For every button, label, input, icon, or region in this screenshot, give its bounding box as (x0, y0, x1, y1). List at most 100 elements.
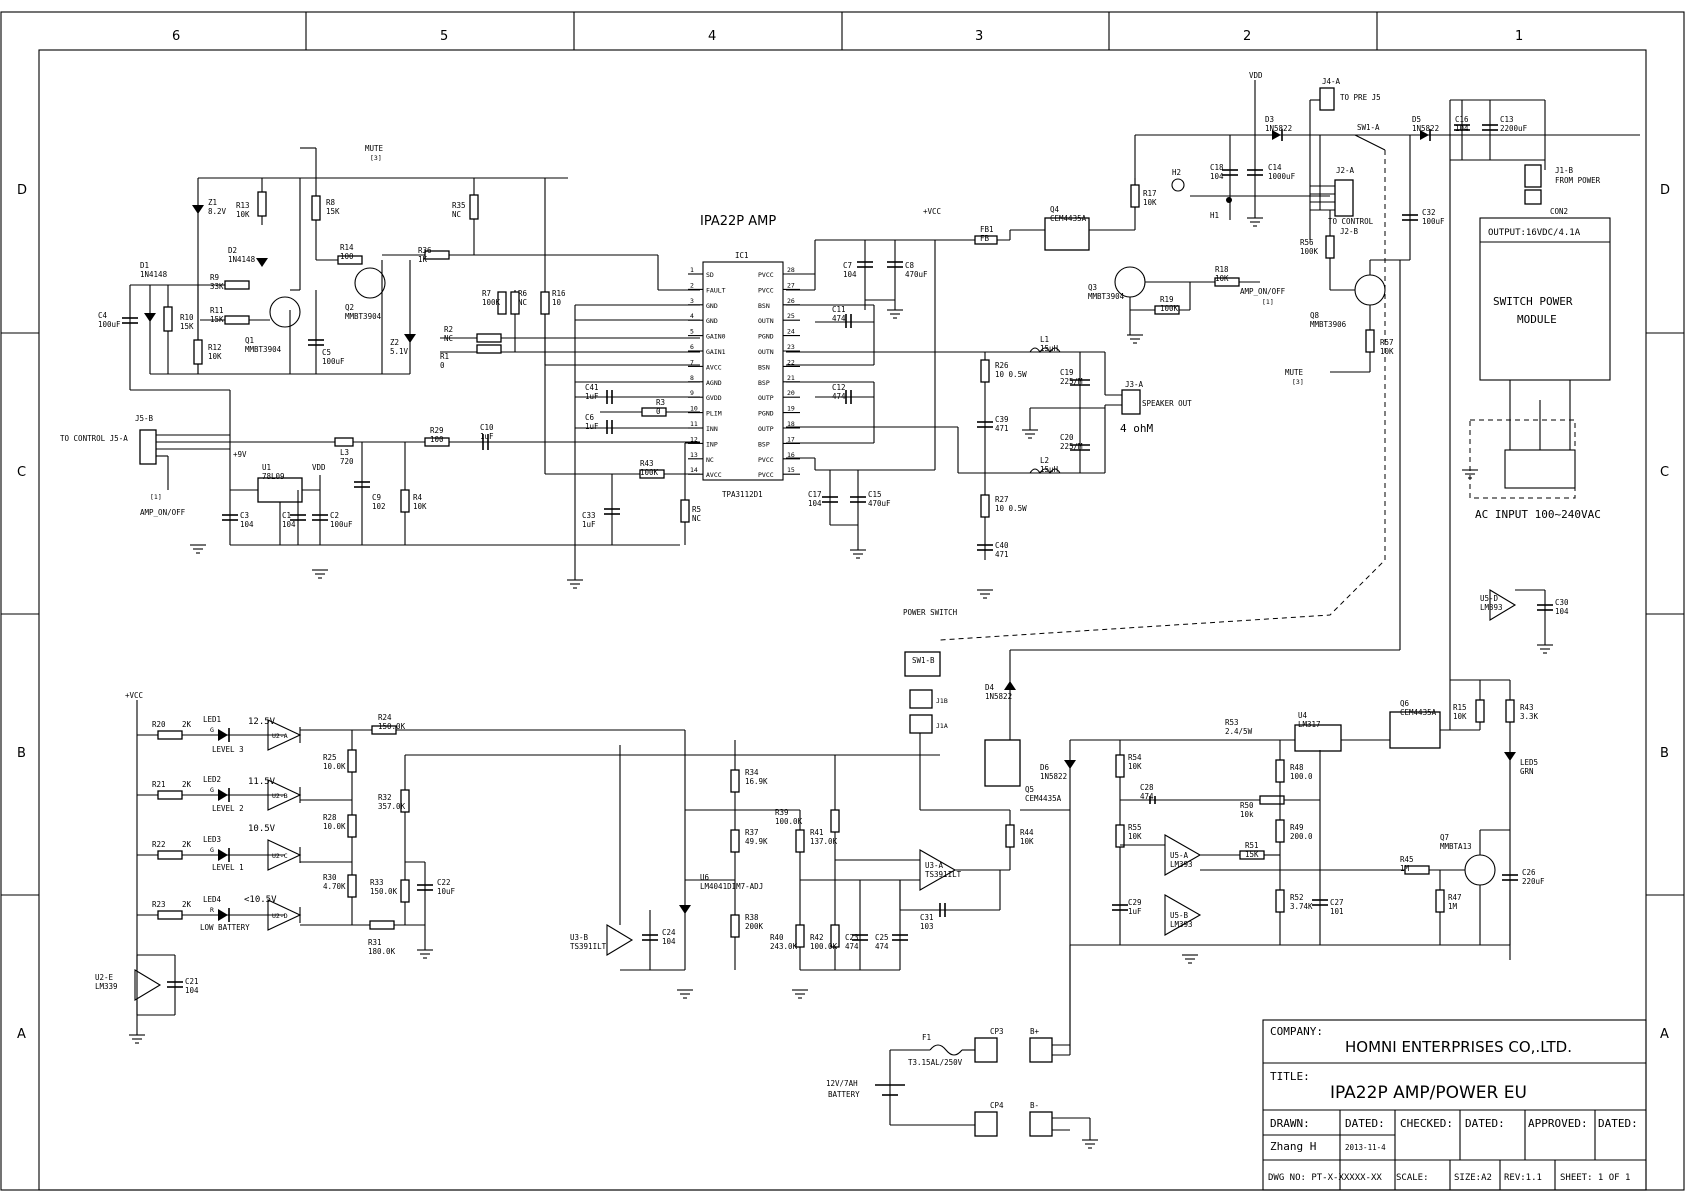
fuse-ref: F1 (922, 1033, 931, 1042)
dated2-label: DATED: (1465, 1117, 1505, 1130)
power-switch-label: POWER SWITCH (903, 608, 958, 617)
component-value: 474 (832, 314, 846, 323)
component-value: 720 (340, 457, 354, 466)
component-ref: R53 (1225, 718, 1239, 727)
j1b-label: J1-B (1555, 166, 1574, 175)
vcc-top: +VCC (923, 207, 941, 216)
component-value: 200.0 (1290, 832, 1313, 841)
amp-on-off-left: AMP_ON/OFF (140, 508, 186, 517)
ground-symbol (129, 1034, 145, 1044)
grid-column-label: 4 (708, 29, 716, 44)
ic-pin-name: PVCC (758, 456, 774, 464)
component-value: 104 (808, 499, 822, 508)
component-ref: R5 (692, 505, 701, 514)
component-ref: R26 (995, 361, 1009, 370)
component-ref: R13 (236, 201, 250, 210)
component-ref: LED5 (1520, 758, 1538, 767)
grid-column-label: 5 (440, 29, 448, 44)
component-value: 1N5822 (1412, 124, 1439, 133)
ic-pin-name: BSN (758, 302, 770, 310)
grid-column-label: 6 (172, 29, 180, 44)
component-value: 102 (372, 502, 386, 511)
component-ref: Q2 (345, 303, 354, 312)
component-ref: R6 (518, 289, 528, 298)
component-ref: C22 (437, 878, 451, 887)
component-ref: C14 (1268, 163, 1282, 172)
date-value: 2013-11-4 (1345, 1143, 1386, 1152)
component-ref: D6 (1040, 763, 1050, 772)
bplus-label: B+ (1030, 1027, 1040, 1036)
ground-symbol (1537, 644, 1553, 654)
component-value: 474 (1140, 792, 1154, 801)
component-ref: R51 (1245, 841, 1259, 850)
component-ref: C15 (868, 490, 882, 499)
component-value: 150.0K (370, 887, 398, 896)
component-ref: C1 (282, 511, 291, 520)
component-ref: R7 (482, 289, 491, 298)
component-value: 100K (482, 298, 501, 307)
ic-pin-name: INP (706, 440, 718, 448)
resistor-value: 2K (182, 720, 192, 729)
ic-pin-number: 26 (787, 297, 795, 305)
battery-label2: BATTERY (828, 1090, 860, 1099)
ic-pin-number: 16 (787, 451, 795, 459)
component-value: TS391ILT (570, 942, 607, 951)
comparator-label: U2-C (272, 852, 288, 860)
component-value: MMBT3904 (1088, 292, 1125, 301)
component-value: 10K (1128, 832, 1142, 841)
fuse-value: T3.15AL/250V (908, 1058, 963, 1067)
dated-label: DATED: (1345, 1117, 1385, 1130)
component-value: 104 (185, 986, 199, 995)
component-value: 0 (656, 407, 661, 416)
cp3-label: CP3 (990, 1027, 1004, 1036)
component-value: MMBT3904 (245, 345, 282, 354)
component-ref: R30 (323, 873, 337, 882)
component-value: 225/M (1060, 377, 1083, 386)
component-value: NC (452, 210, 461, 219)
component-value: 10.0K (323, 822, 346, 831)
ic-pin-number: 7 (690, 358, 694, 366)
component-ref: R54 (1128, 753, 1142, 762)
component-ref: Q6 (1400, 699, 1410, 708)
grid-row-label: C (1660, 465, 1669, 480)
sheet-label: SHEET: 1 OF 1 (1560, 1173, 1630, 1183)
ic-pin-number: 25 (787, 312, 795, 320)
component-label: Z18.2V (208, 198, 227, 216)
component-ref: R50 (1240, 801, 1254, 810)
component-ref: C28 (1140, 783, 1154, 792)
level3-label: LEVEL 3 (212, 745, 244, 754)
component-ref: U2-E (95, 973, 114, 982)
psu-line1: SWITCH POWER (1493, 295, 1573, 308)
ic-pin-name: BSP (758, 440, 770, 448)
component-ref: C39 (995, 415, 1009, 424)
company-name: HOMNI ENTERPRISES CO,.LTD. (1345, 1038, 1572, 1056)
switch-power-module (1479, 217, 1611, 381)
component-value: 100.0 (1290, 772, 1313, 781)
j2b-label: J2-B (1340, 227, 1359, 236)
component-ref: R36 (418, 246, 432, 255)
component-value: 1uF (480, 432, 494, 441)
ic-pin-name: INN (706, 425, 718, 433)
component-ref: R43 (1520, 703, 1534, 712)
ground-symbol (977, 589, 993, 599)
ic-pin-name: GAIN1 (706, 348, 726, 356)
